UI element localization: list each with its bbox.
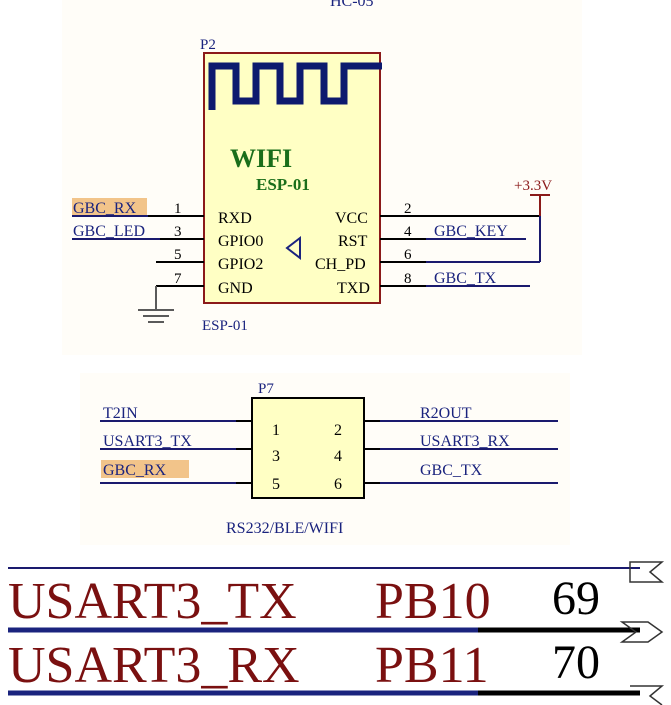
net-label: USART3_TX (8, 573, 297, 630)
pin-name: RXD (218, 210, 252, 227)
pin-number: 6 (334, 476, 342, 493)
net-label: GBC_KEY (434, 223, 508, 240)
pin-number: 70 (552, 636, 600, 689)
antenna-icon (208, 62, 382, 110)
power-label: +3.3V (514, 178, 552, 194)
pin-number: 6 (404, 247, 412, 263)
pin-number: 3 (272, 448, 280, 465)
pin-name: RST (338, 233, 368, 250)
pin-number: 69 (552, 572, 600, 625)
net-label: GBC_RX (103, 462, 167, 479)
net-label: GBC_TX (434, 270, 497, 287)
triangle-icon (285, 235, 301, 261)
port-label: PB11 (375, 637, 489, 694)
p7-connector: P7 T2IN 1 USART3_TX 3 GBC_RX 5 2 R2OUT 4… (100, 381, 558, 537)
esp01-designator: P2 (200, 37, 216, 53)
power-symbol: +3.3V (514, 178, 552, 262)
net-label: T2IN (103, 405, 138, 422)
esp01-module: P2 WIFI ESP-01 GBC_RX 1 RXD GBC_LED 3 GP… (72, 37, 552, 334)
pin-number: 2 (334, 422, 342, 439)
net-label: GBC_LED (73, 223, 145, 240)
pin-arrow-icon (619, 561, 665, 705)
esp01-model: ESP-01 (256, 175, 310, 194)
pin-number: 5 (272, 476, 280, 493)
port-label: PB10 (375, 573, 491, 630)
pin-number: 8 (404, 271, 412, 287)
esp01-footprint: ESP-01 (202, 318, 248, 334)
p7-designator: P7 (258, 381, 274, 397)
net-label: USART3_RX (8, 637, 300, 694)
p7-body (251, 397, 365, 499)
pin-name: VCC (335, 210, 368, 227)
pin-number: 7 (174, 271, 182, 287)
pin-number: 5 (174, 247, 182, 263)
pin-name: CH_PD (315, 256, 366, 273)
pin-name: TXD (337, 280, 370, 297)
pin-number: 4 (404, 224, 412, 240)
pin-number: 3 (174, 224, 182, 240)
gbc-rx-highlight (72, 198, 147, 215)
esp01-right-pins: VCC 2 RST 4 GBC_KEY CH_PD 6 TXD 8 GBC_TX (315, 201, 540, 297)
net-label: USART3_RX (420, 433, 510, 450)
mcu-net-row-2: USART3_RX PB11 70 (8, 636, 640, 696)
net-label: R2OUT (420, 405, 472, 422)
pin-name: GPIO2 (218, 256, 263, 273)
ground-icon (138, 286, 174, 323)
top-cut-label: HC-05 (330, 0, 374, 10)
pin-number: 1 (174, 201, 182, 217)
pin-number: 1 (272, 422, 280, 439)
net-label: USART3_TX (103, 433, 192, 450)
net-label: GBC_TX (420, 462, 483, 479)
gbc-rx-highlight (101, 460, 189, 478)
esp01-title: WIFI (230, 144, 292, 173)
pin-name: GPIO0 (218, 233, 263, 250)
esp01-left-pins: GBC_RX 1 RXD GBC_LED 3 GPIO0 5 GPIO2 7 G… (72, 198, 263, 297)
net-label: GBC_RX (73, 200, 137, 217)
pin-name: GND (218, 280, 253, 297)
mcu-net-row-1: USART3_TX PB10 69 (8, 567, 640, 633)
p7-description: RS232/BLE/WIFI (226, 520, 343, 537)
pin-number: 2 (404, 201, 412, 217)
pin-number: 4 (334, 448, 342, 465)
